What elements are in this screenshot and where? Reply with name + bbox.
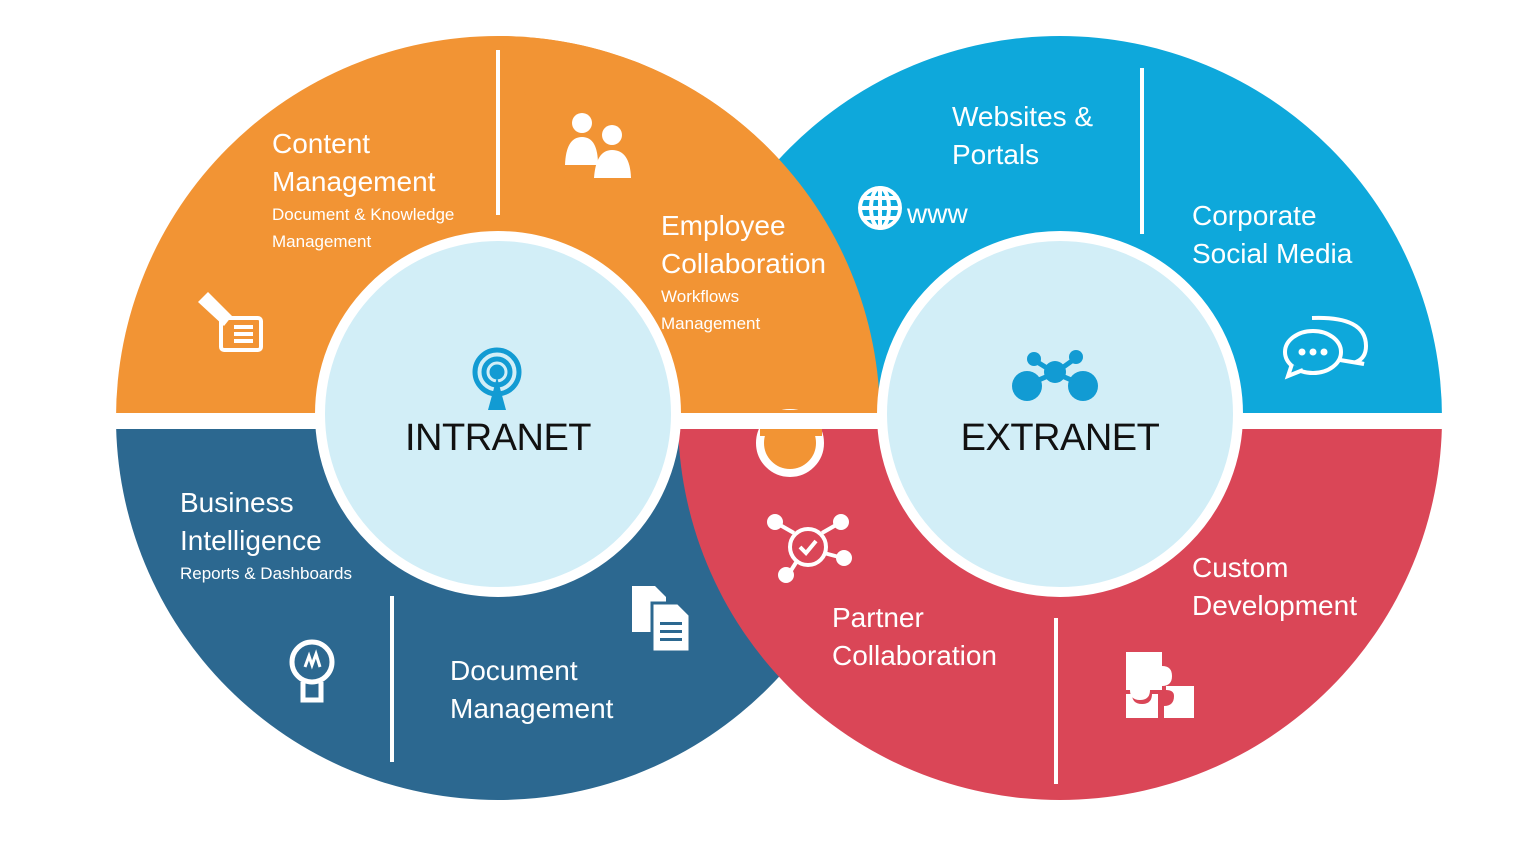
websites-portals-label: Websites & Portals — [952, 98, 1122, 174]
content-management-subtitle: Document & Knowledge Management — [272, 205, 455, 251]
custom-development-label: Custom Development — [1192, 549, 1392, 625]
puzzle-icon — [1126, 652, 1194, 718]
document-management-label: Document Management — [450, 652, 650, 728]
custom-development-title: Custom Development — [1192, 552, 1357, 621]
employee-collaboration-title: Employee Collaboration — [661, 210, 826, 279]
document-management-title: Document Management — [450, 655, 614, 724]
corporate-social-media-title: Corporate Social Media — [1192, 200, 1353, 269]
documents-icon — [632, 586, 692, 654]
employee-collaboration-subtitle: Workflows Management — [661, 287, 761, 333]
extranet-title: EXTRANET — [960, 417, 1160, 459]
www-text: www — [907, 198, 968, 229]
extranet-center — [877, 231, 1243, 597]
content-management-label: Content Management Document & Knowledge … — [272, 125, 502, 255]
partner-collaboration-title: Partner Collaboration — [832, 602, 997, 671]
intranet-title: INTRANET — [405, 417, 592, 459]
network-icon — [1012, 350, 1098, 401]
network-check-icon — [767, 514, 852, 583]
websites-portals-title: Websites & Portals — [952, 101, 1094, 170]
lightbulb-icon — [289, 639, 335, 703]
antenna-icon — [472, 347, 522, 410]
chat-icon — [1283, 315, 1369, 380]
horizontal-divider — [100, 413, 1460, 429]
employee-collaboration-label: Employee Collaboration Workflows Managem… — [661, 207, 861, 337]
globe-icon — [858, 186, 902, 230]
intranet-center — [315, 231, 681, 597]
orange-overlap — [498, 36, 880, 418]
pen-document-icon — [198, 292, 263, 352]
business-intelligence-title: Business Intelligence — [180, 487, 322, 556]
corporate-social-media-label: Corporate Social Media — [1192, 197, 1392, 273]
business-intelligence-subtitle: Reports & Dashboards — [180, 564, 352, 583]
people-icon — [565, 113, 631, 178]
partner-collaboration-label: Partner Collaboration — [832, 599, 1032, 675]
business-intelligence-label: Business Intelligence Reports & Dashboar… — [180, 484, 390, 587]
content-management-title: Content Management — [272, 128, 436, 197]
